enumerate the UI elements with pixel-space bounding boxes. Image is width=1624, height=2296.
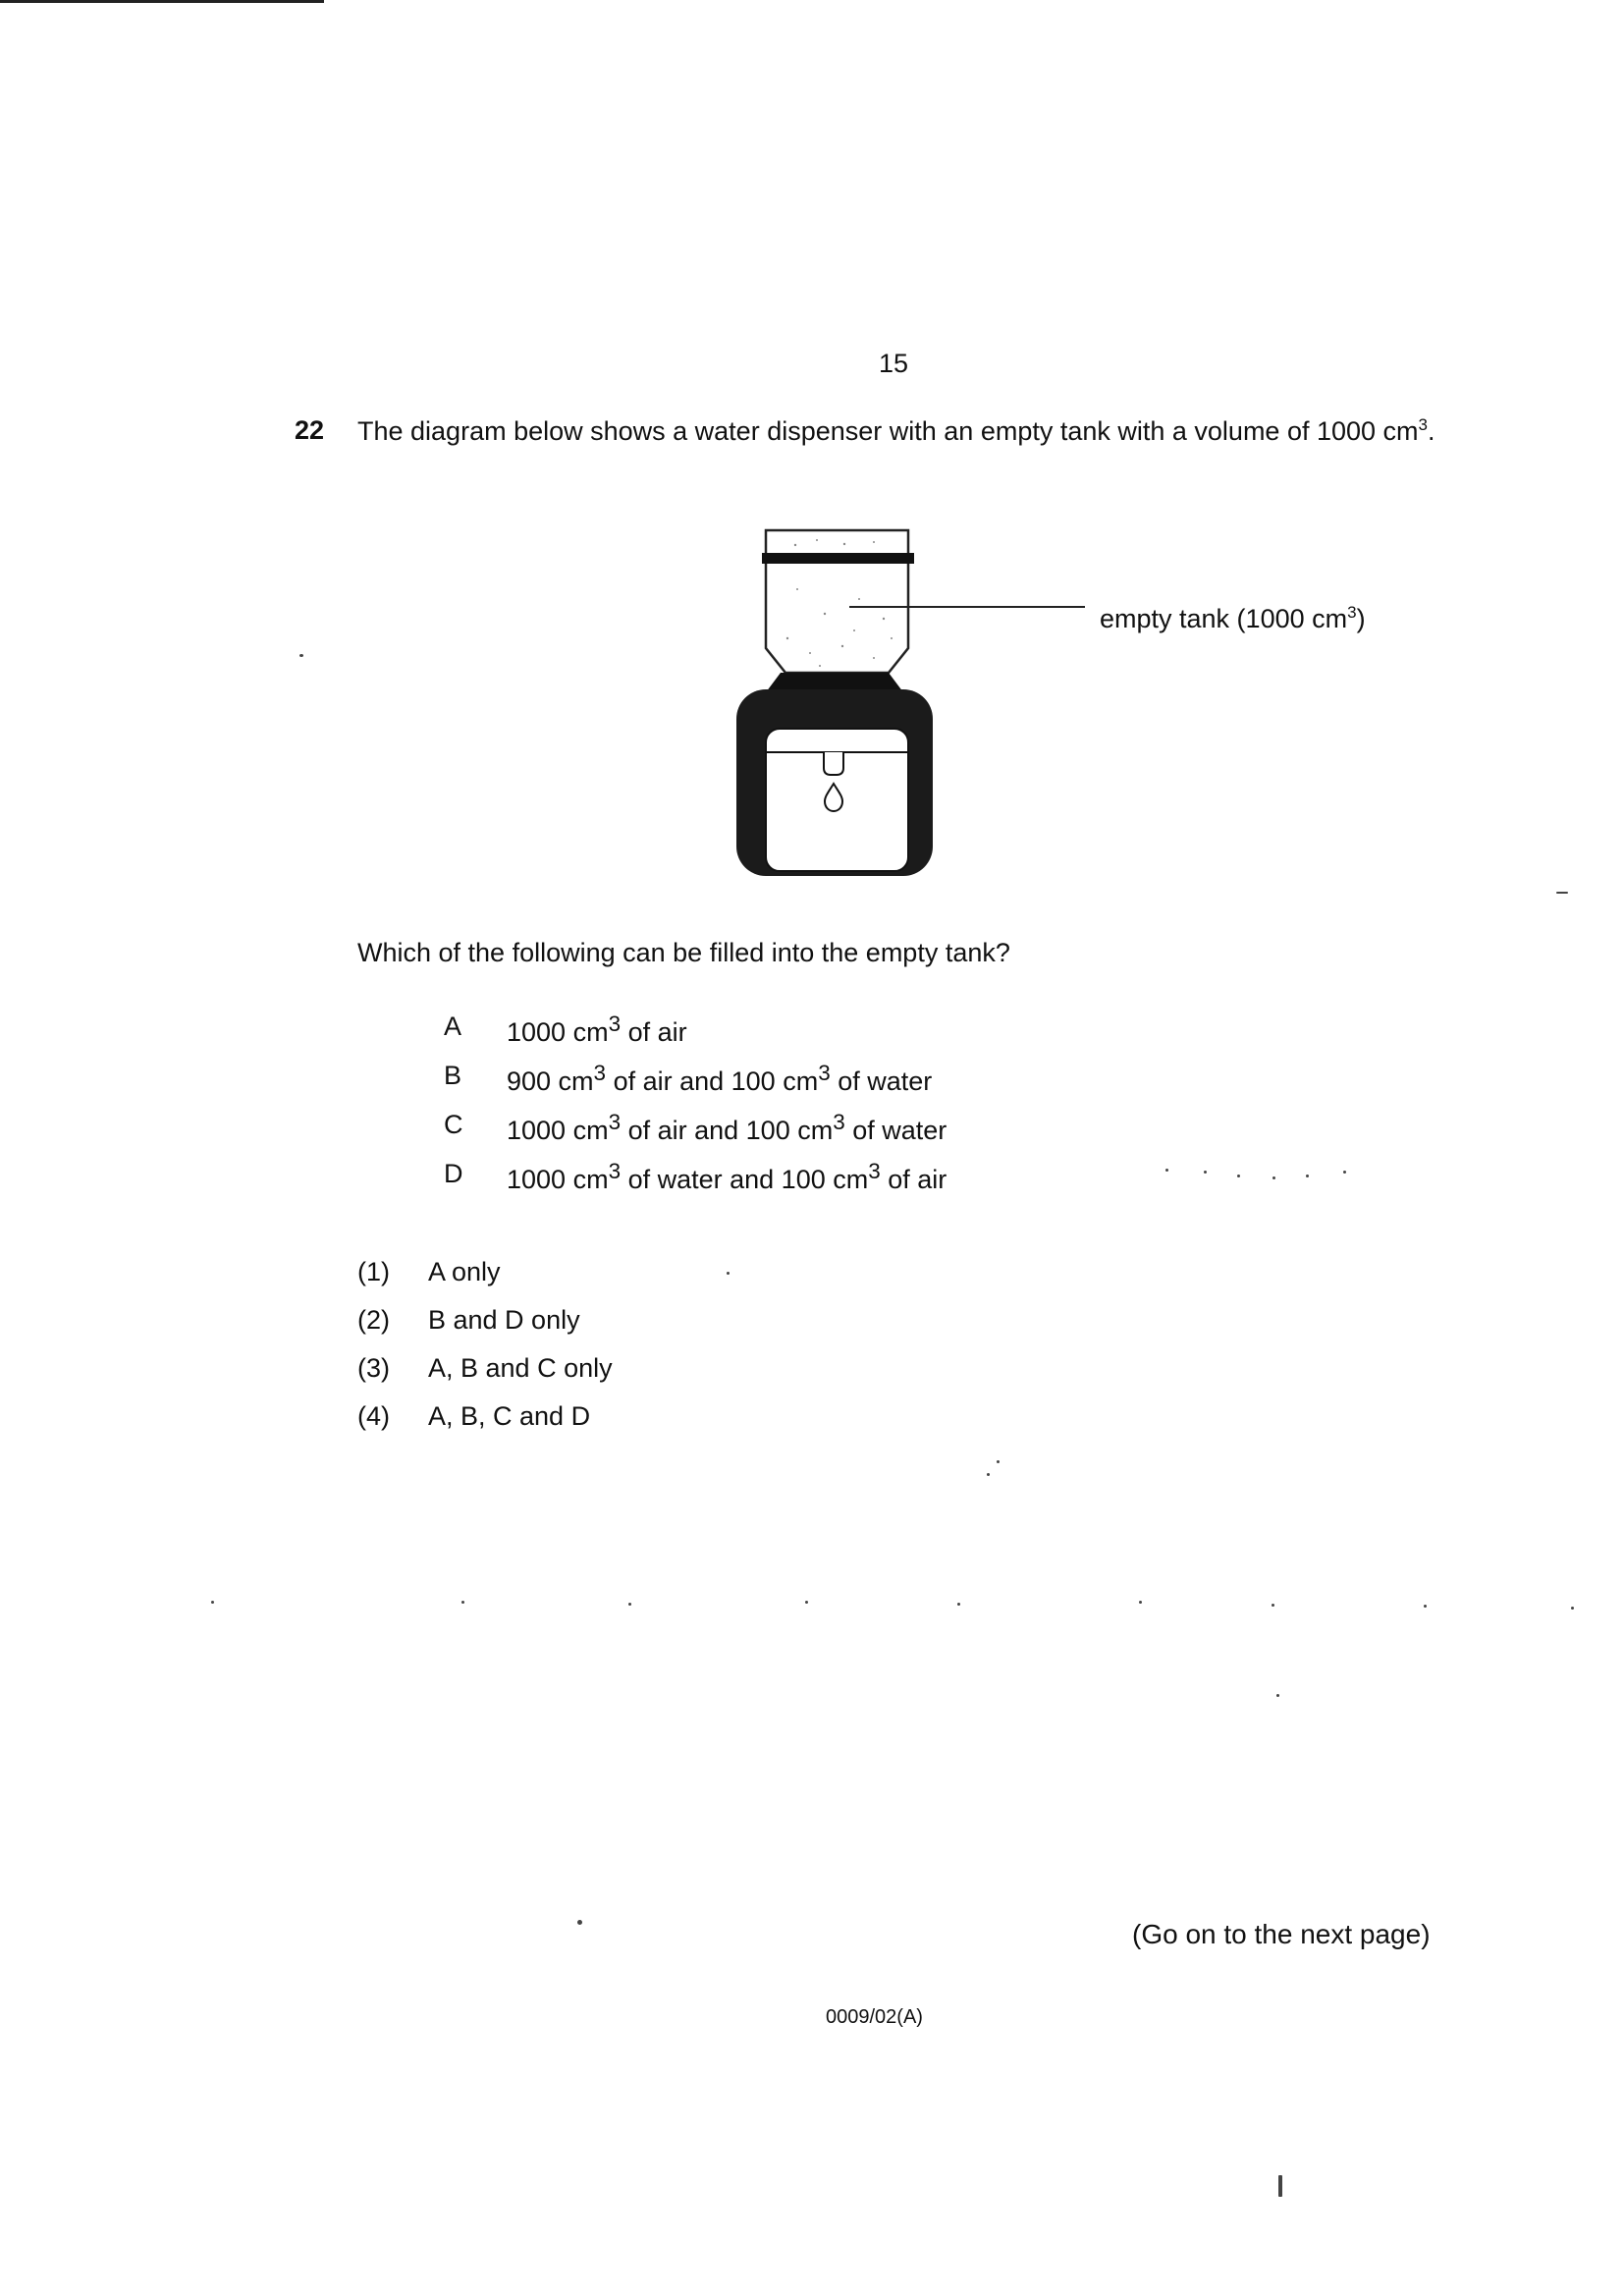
scan-speck [1424,1605,1427,1608]
statement-part: of water [830,1066,933,1096]
scan-speck [1556,892,1568,894]
option-text: A, B and C only [428,1353,613,1383]
tank-band [762,553,914,564]
option-number: (3) [357,1353,390,1383]
option-number: (4) [357,1401,390,1431]
statement-part: of water and 100 cm [621,1165,869,1194]
scan-speck [805,1601,808,1604]
question-number: 22 [295,415,325,445]
statement-sup: 3 [608,1110,622,1134]
statement-sup: 3 [818,1061,831,1085]
scan-speck [1139,1601,1142,1604]
scan-speck [987,1473,990,1476]
empty-tank-label: empty tank (1000 cm3) [1100,604,1366,634]
stem-superscript: 3 [1418,415,1428,434]
statement-letter: D [444,1159,463,1188]
statement-text: 1000 cm3 of water and 100 cm3 of air [507,1159,947,1195]
statement-sup: 3 [868,1159,881,1183]
statement-part: 1000 cm [507,1165,609,1194]
tap-icon [823,752,844,776]
scan-speck [1272,1176,1275,1179]
scan-speck [461,1601,464,1604]
scan-speck [577,1920,582,1925]
water-dispenser-illustration [736,528,1085,876]
statement-letter: C [444,1110,463,1139]
statement-text: 1000 cm3 of air [507,1011,687,1048]
statement-part: of air and 100 cm [621,1116,834,1145]
stem-text: The diagram below shows a water dispense… [357,416,1419,446]
statement-part: of air [880,1165,947,1194]
page-number: 15 [879,349,909,378]
statement-part: 1000 cm [507,1017,609,1047]
statement-sup: 3 [608,1159,622,1183]
statement-part: of water [844,1116,947,1145]
scan-speck [1343,1171,1346,1174]
option-number: (2) [357,1305,390,1335]
stem-end: . [1428,416,1435,446]
option-text: A only [428,1257,501,1286]
scan-speck [1276,1694,1279,1697]
go-on-instruction: (Go on to the next page) [1132,1919,1431,1949]
label-superscript: 3 [1347,603,1357,622]
scan-speck [1571,1607,1574,1610]
option-text: B and D only [428,1305,580,1335]
scan-speck [628,1603,631,1606]
tank-body [764,528,910,675]
statement-sup: 3 [608,1011,622,1036]
label-text: empty tank (1000 cm [1100,604,1348,633]
paper-code: 0009/02(A) [826,2006,923,2028]
option-number: (1) [357,1257,390,1286]
label-end: ) [1356,604,1366,633]
scan-speck [957,1603,960,1606]
scan-speck [1306,1175,1309,1177]
scan-speck [1237,1175,1240,1177]
scan-speck [727,1272,730,1275]
statement-part: of air and 100 cm [606,1066,819,1096]
statement-sup: 3 [593,1061,607,1085]
option-text: A, B, C and D [428,1401,591,1431]
statement-text: 1000 cm3 of air and 100 cm3 of water [507,1110,947,1146]
statement-part: 1000 cm [507,1116,609,1145]
scan-speck [1278,2175,1282,2197]
water-drop-icon [823,782,844,813]
scan-speck [1165,1169,1168,1172]
scan-speck [1204,1171,1207,1174]
water-dispenser-diagram: empty tank (1000 cm3) [727,520,1473,894]
scan-speck [1272,1604,1274,1607]
scan-speck [211,1601,214,1604]
question-prompt: Which of the following can be filled int… [357,938,1010,967]
top-rule [0,0,324,3]
statement-letter: B [444,1061,462,1090]
statement-part: of air [621,1017,687,1047]
statement-letter: A [444,1011,462,1041]
statement-sup: 3 [833,1110,845,1134]
statement-text: 900 cm3 of air and 100 cm3 of water [507,1061,932,1097]
question-stem: The diagram below shows a water dispense… [357,415,1496,447]
scan-speck [299,654,303,657]
dispenser-neck [766,673,903,692]
statement-part: 900 cm [507,1066,594,1096]
scan-speck [997,1460,1000,1463]
